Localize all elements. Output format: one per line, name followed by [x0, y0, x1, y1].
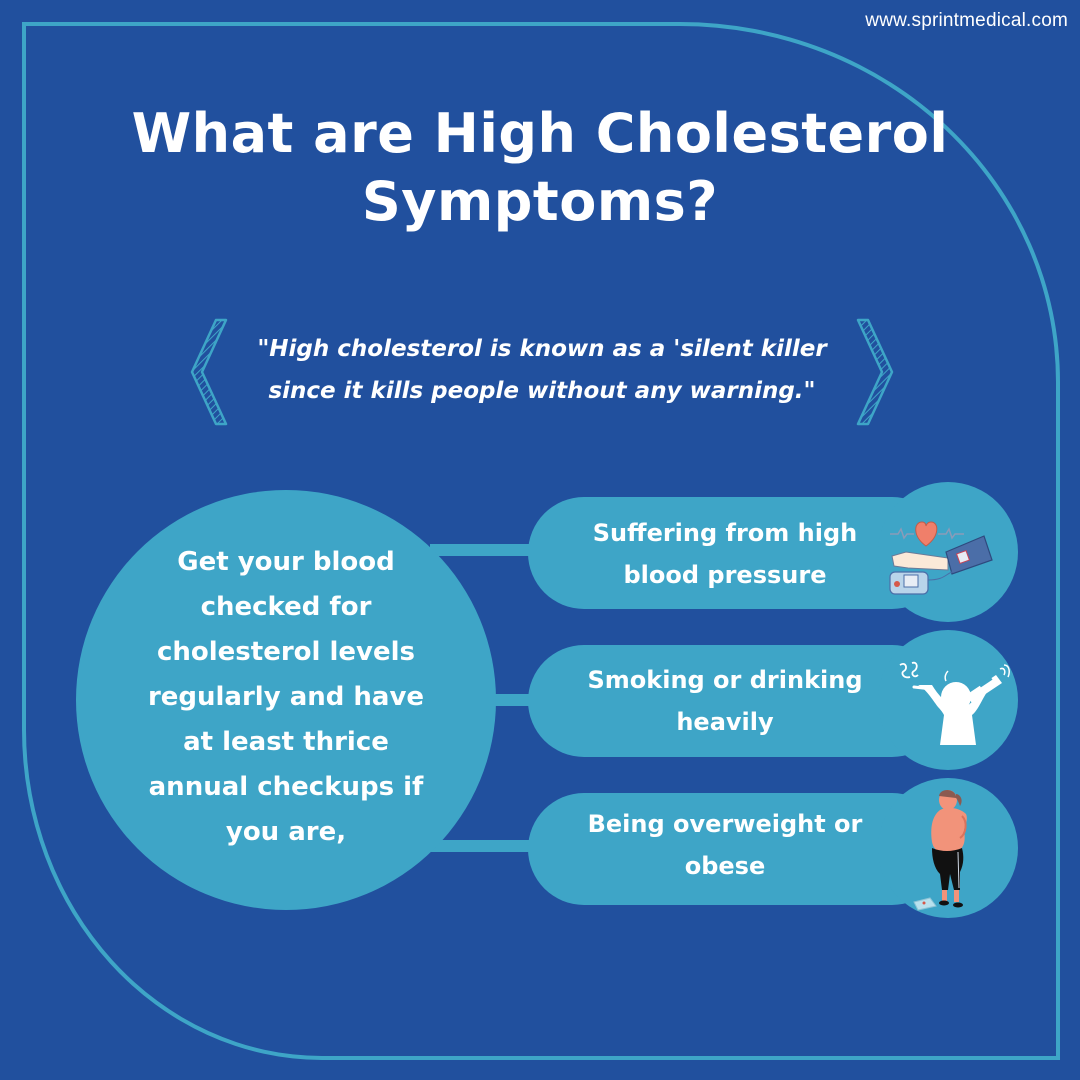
- page-title: What are High Cholesterol Symptoms?: [0, 100, 1080, 236]
- condition-1-line-1: Suffering from high: [592, 519, 858, 547]
- advice-line-3: cholesterol levels: [156, 636, 416, 667]
- overweight-person-icon: [913, 790, 967, 911]
- blood-pressure-icon: [889, 521, 993, 595]
- advice-line-6: annual checkups if: [148, 771, 424, 802]
- quote-text: "High cholesterol is known as a 'silent …: [188, 328, 896, 412]
- condition-3-line-1: Being overweight or: [587, 810, 863, 838]
- condition-2-line-1: Smoking or drinking: [587, 666, 863, 694]
- title-line-2: Symptoms?: [361, 170, 719, 233]
- website-url: www.sprintmedical.com: [865, 10, 1068, 31]
- quote-block: "High cholesterol is known as a 'silent …: [188, 318, 896, 426]
- smoking-drinking-icon: [899, 661, 1010, 745]
- title-line-1: What are High Cholesterol: [131, 102, 949, 165]
- condition-text-1: Suffering from high blood pressure: [540, 512, 910, 596]
- advice-line-2: checked for: [200, 591, 372, 622]
- condition-2-line-2: heavily: [676, 708, 774, 736]
- chevron-right-icon: [856, 318, 894, 426]
- advice-line-7: you are,: [225, 816, 347, 847]
- advice-line-4: regularly and have: [147, 681, 425, 712]
- advice-circle: Get your blood checked for cholesterol l…: [76, 490, 496, 910]
- quote-line-1: "High cholesterol is known as a 'silent …: [257, 336, 827, 362]
- connector-line-1: [430, 544, 540, 556]
- condition-3-line-2: obese: [684, 852, 766, 880]
- advice-text: Get your blood checked for cholesterol l…: [126, 540, 446, 855]
- connector-line-3: [430, 840, 540, 852]
- quote-line-2: since it kills people without any warnin…: [268, 378, 816, 404]
- chevron-left-icon: [190, 318, 228, 426]
- advice-line-1: Get your blood: [177, 546, 395, 577]
- condition-text-2: Smoking or drinking heavily: [540, 659, 910, 743]
- condition-text-3: Being overweight or obese: [540, 803, 910, 887]
- advice-line-5: at least thrice: [183, 726, 389, 757]
- decorative-frame: [22, 22, 1060, 1060]
- condition-1-line-2: blood pressure: [623, 561, 827, 589]
